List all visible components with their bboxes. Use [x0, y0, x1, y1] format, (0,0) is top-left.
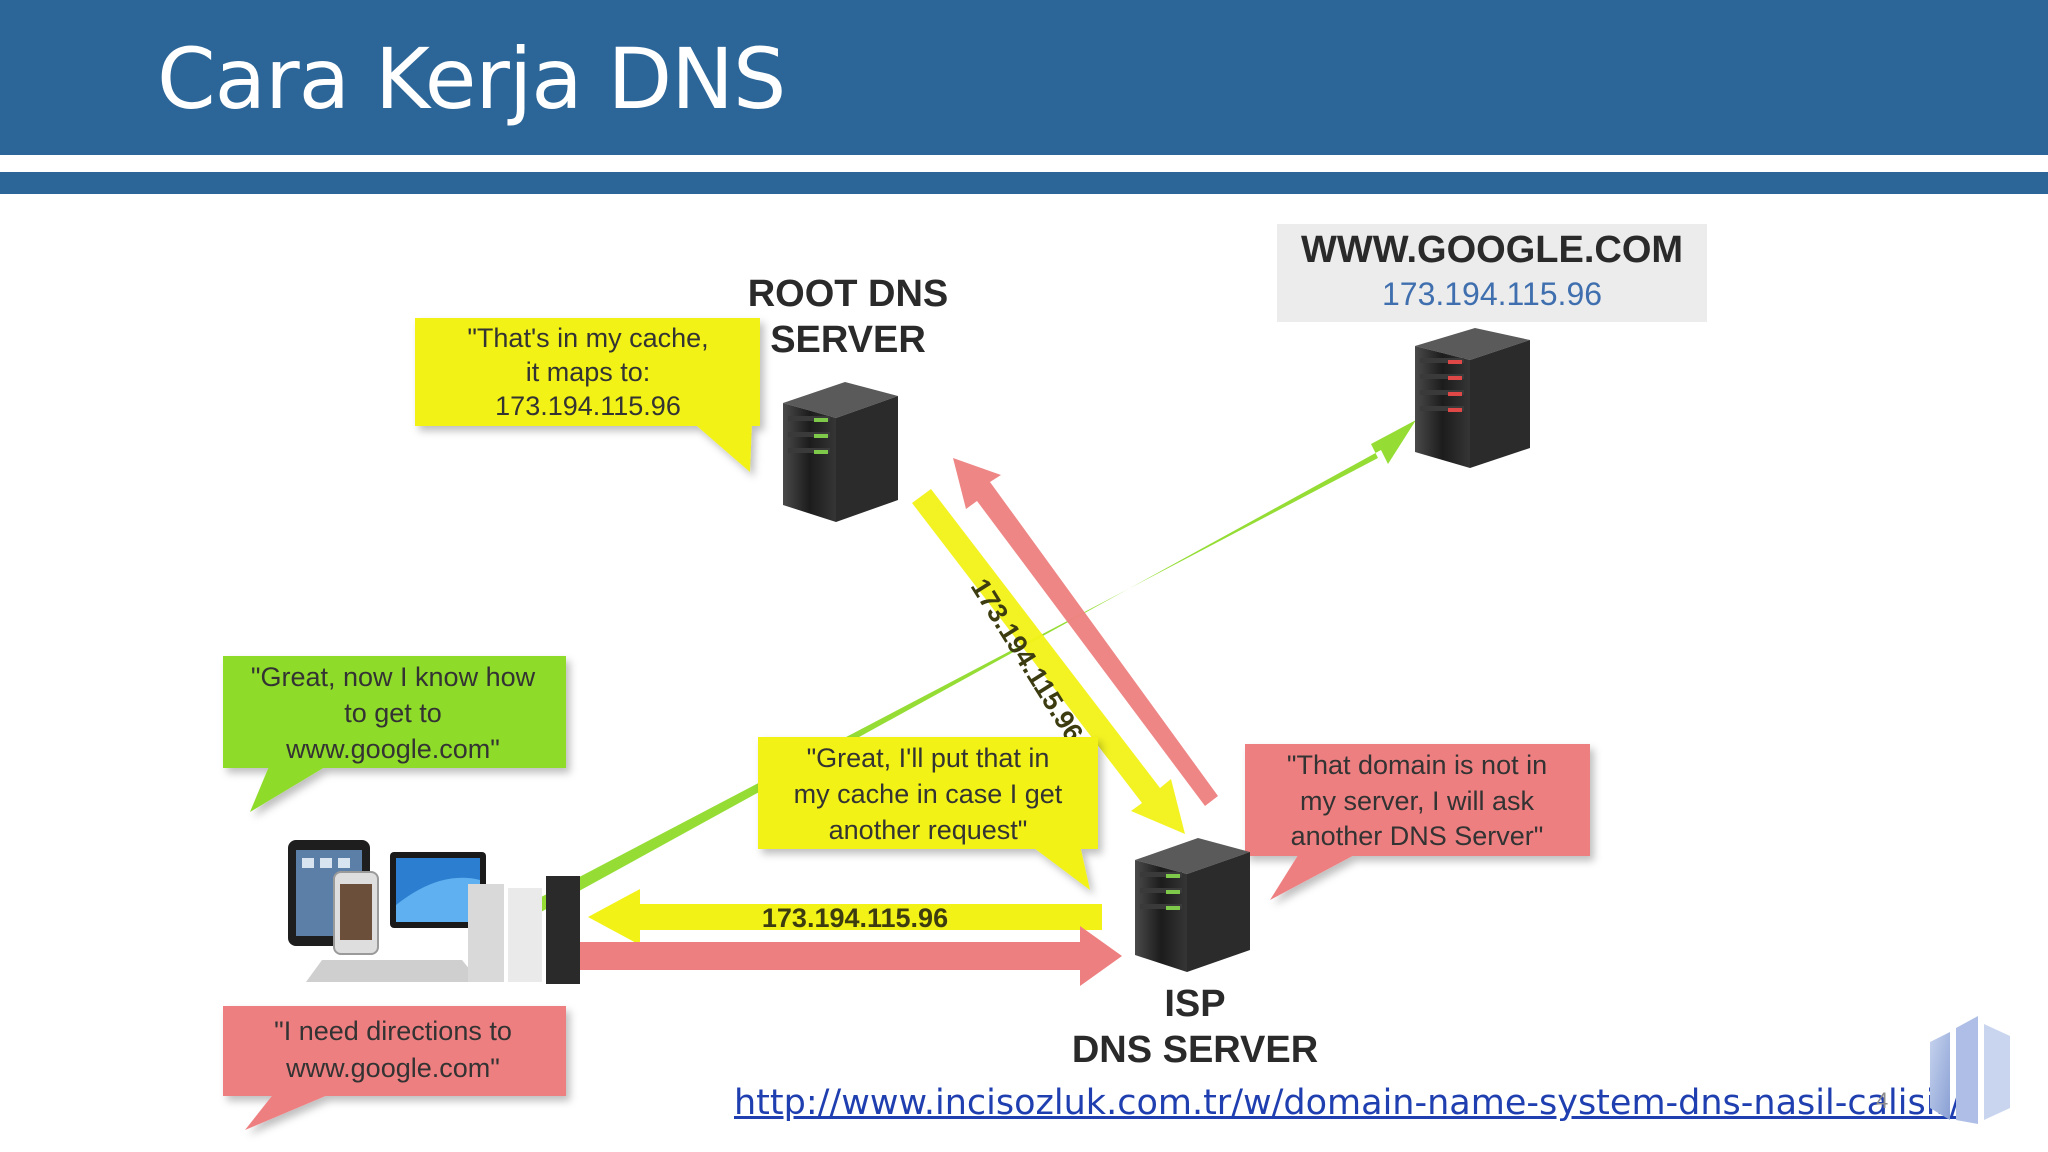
bubble-great-know [223, 656, 566, 812]
slide-number: 4 [1876, 1088, 1889, 1113]
google-label: WWW.GOOGLE.COM [1301, 229, 1683, 271]
bubble-root-cache-line1: "That's in my cache, [467, 323, 708, 353]
client-devices-icon [288, 840, 580, 984]
bubble-put-cache [758, 737, 1098, 890]
bubble-great-know-line1: "Great, now I know how [251, 662, 536, 692]
bubble-need-directions [223, 1006, 566, 1130]
yellow-arrow-to-isp [912, 489, 1185, 834]
isp-label-line2: DNS SERVER [1072, 1029, 1318, 1071]
yellow-arrow-to-device [588, 889, 1102, 945]
bubble-not-in-server [1245, 744, 1590, 900]
horizontal-ip-label: 173.194.115.96 [762, 903, 948, 933]
title-bar [0, 0, 2048, 155]
red-arrow-to-root [953, 458, 1218, 806]
bubble-need-directions-line2: www.google.com" [285, 1053, 500, 1083]
bubble-not-in-server-line2: my server, I will ask [1300, 786, 1535, 816]
slide-title: Cara Kerja DNS [157, 30, 786, 128]
root-dns-server-icon [783, 382, 898, 522]
bubble-put-cache-line3: another request" [829, 815, 1028, 845]
bubble-put-cache-line1: "Great, I'll put that in [807, 743, 1050, 773]
bubble-need-directions-line1: "I need directions to [274, 1016, 512, 1046]
google-label-box [1277, 224, 1707, 322]
isp-label-line1: ISP [1164, 983, 1225, 1025]
header-stripe [0, 172, 2048, 194]
red-arrow-to-isp [580, 926, 1122, 986]
bubble-great-know-line2: to get to [344, 698, 442, 728]
company-logo-icon [1930, 1016, 2010, 1124]
root-server-label-line1: ROOT DNS [748, 273, 949, 315]
bubble-root-cache-line3: 173.194.115.96 [495, 391, 681, 421]
bubble-great-know-line3: www.google.com" [285, 734, 500, 764]
bubble-put-cache-line2: my cache in case I get [794, 779, 1063, 809]
root-server-label-line2: SERVER [770, 319, 926, 361]
bubble-root-cache [415, 318, 760, 472]
green-arrow-to-google [524, 420, 1416, 918]
google-ip: 173.194.115.96 [1382, 276, 1602, 312]
bubble-not-in-server-line1: "That domain is not in [1287, 750, 1547, 780]
bubble-not-in-server-line3: another DNS Server" [1291, 821, 1544, 851]
google-server-icon [1415, 328, 1530, 468]
bubble-root-cache-line2: it maps to: [526, 357, 651, 387]
source-link[interactable]: http://www.incisozluk.com.tr/w/domain-na… [734, 1083, 1962, 1123]
isp-dns-server-icon [1135, 838, 1250, 972]
